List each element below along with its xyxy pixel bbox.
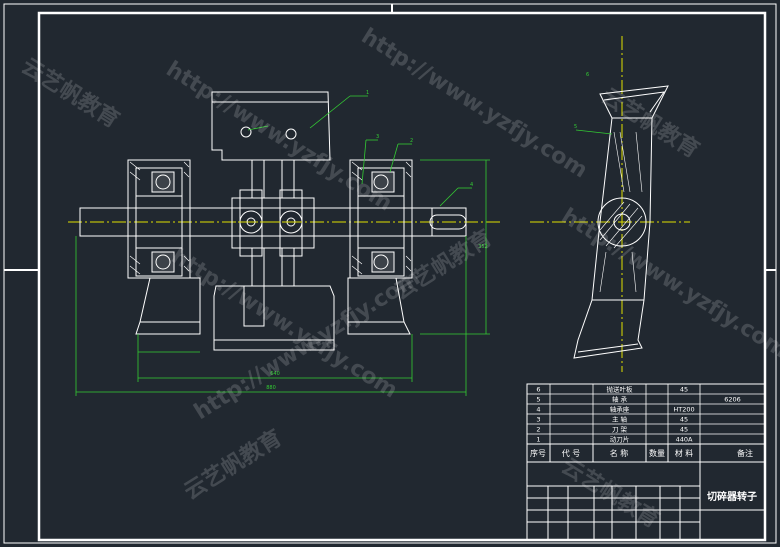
parts-cell-name: 动刀片	[610, 435, 630, 444]
parts-cell-no: 4	[536, 406, 540, 414]
inner-frame	[37, 11, 767, 542]
watermark-brand-4: 云艺帆教育	[179, 425, 286, 505]
side-view	[530, 36, 690, 372]
dim-overall-width: 880	[266, 385, 276, 391]
parts-cell-material: 45	[680, 416, 688, 424]
left-pedestal	[135, 277, 201, 335]
left-bearing-housing	[127, 159, 191, 279]
parts-cell-no: 2	[536, 426, 540, 434]
front-view	[68, 91, 500, 396]
right-pedestal	[347, 277, 411, 335]
rotor-hub	[231, 189, 315, 257]
watermark-brand-1: 云艺帆教育	[17, 53, 124, 133]
side-hub-outer	[597, 197, 647, 247]
parts-cell-name: 抛送叶板	[607, 385, 634, 394]
parts-cell-material: 45	[680, 386, 688, 394]
drawing-name: 切碎器转子	[707, 490, 757, 503]
parts-cell-name: 刀 架	[612, 426, 628, 434]
parts-cell-no: 1	[536, 436, 540, 444]
title-block	[526, 443, 766, 541]
leader-label-1: 1	[366, 90, 369, 96]
header-name: 名 称	[610, 448, 629, 458]
parts-cell-no: 5	[536, 396, 540, 404]
watermark-url-4: http://www.yzfjy.com	[557, 204, 780, 364]
leader-label-6: 6	[586, 72, 589, 78]
header-remark: 备注	[737, 448, 753, 458]
dim-frame-width: 640	[270, 371, 280, 377]
parts-list: 6 抛送叶板 45 5 轴 承 6206 4 轴承座 HT200 3 主 轴 45 2 刀 架 45 1 动刀片…	[526, 383, 766, 445]
parts-cell-material: 440A	[676, 436, 693, 444]
parts-cell-remark: 6206	[724, 396, 741, 404]
dimensions	[75, 95, 490, 396]
parts-cell-no: 6	[536, 386, 540, 394]
leader-label-2: 2	[410, 138, 413, 144]
watermark-brand-3: 云艺帆教育	[389, 225, 496, 305]
watermark-brand-2: 云艺帆教育	[597, 83, 704, 163]
keyway	[429, 214, 467, 230]
header-qty: 数量	[649, 448, 665, 458]
outer-border	[3, 3, 777, 544]
upper-knife-arm	[211, 91, 331, 198]
parts-cell-name: 主 轴	[612, 415, 628, 424]
watermark-url-3: http://www.yzfjy.com	[167, 244, 402, 404]
leader-label-4: 4	[470, 182, 473, 188]
parts-cell-material: HT200	[673, 406, 694, 414]
parts-cell-material: 45	[680, 426, 688, 434]
right-bearing-housing	[349, 159, 413, 279]
leader-label-3: 3	[376, 134, 379, 140]
header-index: 序号	[530, 448, 546, 458]
dim-height-right: 352	[478, 244, 488, 250]
parts-cell-name: 轴承座	[610, 405, 630, 414]
header-material: 材 料	[675, 448, 694, 458]
header-code: 代 号	[562, 448, 581, 458]
parts-cell-name: 轴 承	[612, 395, 628, 404]
watermark-url-1: http://www.yzfjy.com	[162, 57, 397, 217]
leader-label-5: 5	[574, 124, 577, 130]
parts-cell-no: 3	[536, 416, 540, 424]
lower-knife-arm	[213, 248, 335, 351]
watermark-brand-5: 云艺帆教育	[557, 453, 664, 533]
watermark-layer: http://www.yzfjy.com http://www.yzfjy.co…	[17, 24, 780, 534]
parts-list-rows: 6 抛送叶板 45 5 轴 承 6206 4 轴承座 HT200 3 主 轴 45 2 刀 架 45 1 动刀片…	[527, 384, 765, 445]
